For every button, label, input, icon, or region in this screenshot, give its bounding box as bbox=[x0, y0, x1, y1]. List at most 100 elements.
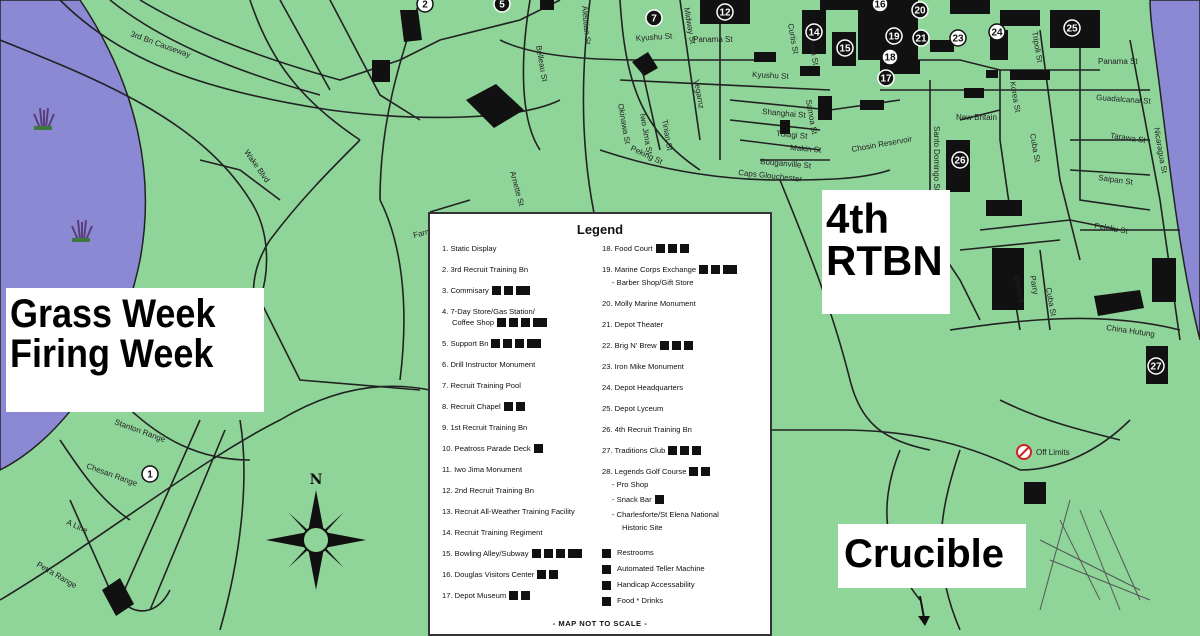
handicap-icon bbox=[543, 549, 553, 558]
restroom-icon bbox=[659, 341, 669, 350]
location-marker-21: 21 bbox=[912, 29, 930, 47]
location-marker-7: 7 bbox=[645, 9, 663, 27]
restroom-icon bbox=[537, 570, 547, 579]
marker-number: 20 bbox=[914, 6, 926, 17]
location-marker-27: 27 bbox=[1147, 357, 1165, 375]
compass-north-label: N bbox=[310, 472, 323, 488]
legend-label: 3. Commisary bbox=[442, 286, 489, 295]
atm-icon bbox=[533, 318, 548, 327]
food-drinks-icon bbox=[555, 549, 565, 558]
legend-item: 12. 2nd Recruit Training Bn bbox=[442, 486, 604, 507]
restroom-icon bbox=[491, 339, 501, 348]
marsh-icon bbox=[33, 107, 55, 130]
legend-label: 25. Depot Lyceum bbox=[602, 404, 664, 413]
food-drinks-icon bbox=[602, 596, 611, 606]
marker-circle bbox=[805, 23, 823, 41]
marker-circle bbox=[951, 151, 969, 169]
marker-number: 18 bbox=[884, 53, 896, 64]
restroom-icon bbox=[602, 548, 611, 558]
marker-number: 25 bbox=[1066, 24, 1078, 35]
marker-circle bbox=[1147, 357, 1165, 375]
road-label: Shanghai St bbox=[762, 107, 807, 120]
legend-item: 11. Iwo Jima Monument bbox=[442, 465, 604, 486]
legend-label: 11. Iwo Jima Monument bbox=[442, 465, 523, 474]
legend-item: 26. 4th Recruit Training Bn bbox=[602, 425, 770, 446]
marker-number: 19 bbox=[888, 32, 900, 43]
location-marker-1: 1 bbox=[141, 465, 159, 483]
handicap-icon bbox=[701, 467, 711, 476]
handicap-icon bbox=[711, 265, 721, 274]
legend-subitem: - Charlesforte/St Elena National bbox=[602, 510, 770, 523]
key-label: Food * Drinks bbox=[617, 596, 664, 605]
legend-item: 3. Commisary bbox=[442, 286, 604, 307]
legend-item: 20. Molly Marine Monument bbox=[602, 299, 770, 320]
legend-label: Historic Site bbox=[622, 523, 663, 532]
location-marker-24: 24 bbox=[988, 23, 1006, 41]
4th-rtbn-callout: 4th RTBN bbox=[822, 190, 950, 314]
legend-item: 19. Marine Corps Exchange bbox=[602, 265, 770, 278]
key-label: Handicap Accessability bbox=[617, 580, 695, 589]
legend-item: 27. Traditions Club bbox=[602, 446, 770, 467]
handicap-icon bbox=[515, 339, 525, 348]
restroom-icon bbox=[497, 318, 507, 327]
legend-subitem: - Barber Shop/Gift Store bbox=[602, 278, 770, 299]
legend-item: 4. 7-Day Store/Gas Station/ bbox=[442, 307, 604, 318]
food-drinks-icon bbox=[503, 339, 513, 348]
atm-icon bbox=[527, 339, 542, 348]
legend-item: 6. Drill Instructor Monument bbox=[442, 360, 604, 381]
legend-item: 5. Support Bn bbox=[442, 339, 604, 360]
legend-item: 14. Recruit Training Regiment bbox=[442, 528, 604, 549]
legend-label: 20. Molly Marine Monument bbox=[602, 299, 696, 308]
legend-item: 1. Static Display bbox=[442, 244, 604, 265]
legend-label: 5. Support Bn bbox=[442, 339, 489, 348]
legend-label: - Snack Bar bbox=[612, 495, 652, 504]
legend-label: 24. Depot Headquarters bbox=[602, 383, 684, 392]
atm-icon bbox=[723, 265, 738, 274]
legend-label: - Pro Shop bbox=[612, 480, 649, 489]
legend-item: 9. 1st Recruit Training Bn bbox=[442, 423, 604, 444]
legend-label: 16. Douglas Visitors Center bbox=[442, 570, 535, 579]
legend-item: 15. Bowling Alley/Subway bbox=[442, 549, 604, 570]
marker-number: 26 bbox=[954, 156, 966, 167]
legend-label: 15. Bowling Alley/Subway bbox=[442, 549, 529, 558]
handicap-icon bbox=[683, 341, 693, 350]
legend-label: 10. Peatross Parade Deck bbox=[442, 444, 531, 453]
location-marker-23: 23 bbox=[949, 29, 967, 47]
legend-label: 26. 4th Recruit Training Bn bbox=[602, 425, 692, 434]
food-drinks-icon bbox=[654, 495, 664, 504]
legend-label: 12. 2nd Recruit Training Bn bbox=[442, 486, 535, 495]
legend-item: 17. Depot Museum bbox=[442, 591, 604, 612]
legend-item: 22. Brig N' Brew bbox=[602, 341, 770, 362]
handicap-icon bbox=[602, 580, 611, 590]
legend-item: 18. Food Court bbox=[602, 244, 770, 265]
legend-label: 13. Recruit All-Weather Training Facilit… bbox=[442, 507, 575, 516]
marker-circle bbox=[1063, 19, 1081, 37]
legend-item: 23. Iron Mike Monument bbox=[602, 362, 770, 383]
road-label: Makin St bbox=[790, 143, 823, 155]
road-label: Panama St bbox=[693, 35, 733, 44]
location-marker-26: 26 bbox=[951, 151, 969, 169]
legend-item: 7. Recruit Training Pool bbox=[442, 381, 604, 402]
food-drinks-icon bbox=[671, 341, 681, 350]
legend-label: 6. Drill Instructor Monument bbox=[442, 360, 536, 369]
marker-circle bbox=[871, 0, 889, 13]
food-drinks-icon bbox=[667, 244, 677, 253]
location-marker-20: 20 bbox=[911, 1, 929, 19]
atm-icon bbox=[567, 549, 582, 558]
crucible-callout: Crucible bbox=[838, 524, 1026, 588]
key-row: Automated Teller Machine bbox=[602, 561, 770, 577]
marker-number: 14 bbox=[808, 28, 820, 39]
restroom-icon bbox=[509, 591, 519, 600]
legend-label: 9. 1st Recruit Training Bn bbox=[442, 423, 528, 432]
marker-circle bbox=[716, 3, 734, 21]
location-marker-16: 16 bbox=[871, 0, 889, 13]
map-legend: Legend 1. Static Display 2. 3rd Recruit … bbox=[428, 212, 772, 636]
location-marker-17: 17 bbox=[877, 69, 895, 87]
restroom-icon bbox=[491, 286, 501, 295]
grass-firing-week-callout: Grass Week Firing Week bbox=[6, 288, 264, 412]
marsh-icon bbox=[71, 219, 93, 242]
legend-label: Coffee Shop bbox=[452, 318, 495, 327]
key-row: Handicap Accessability bbox=[602, 577, 770, 593]
legend-item: 8. Recruit Chapel bbox=[442, 402, 604, 423]
